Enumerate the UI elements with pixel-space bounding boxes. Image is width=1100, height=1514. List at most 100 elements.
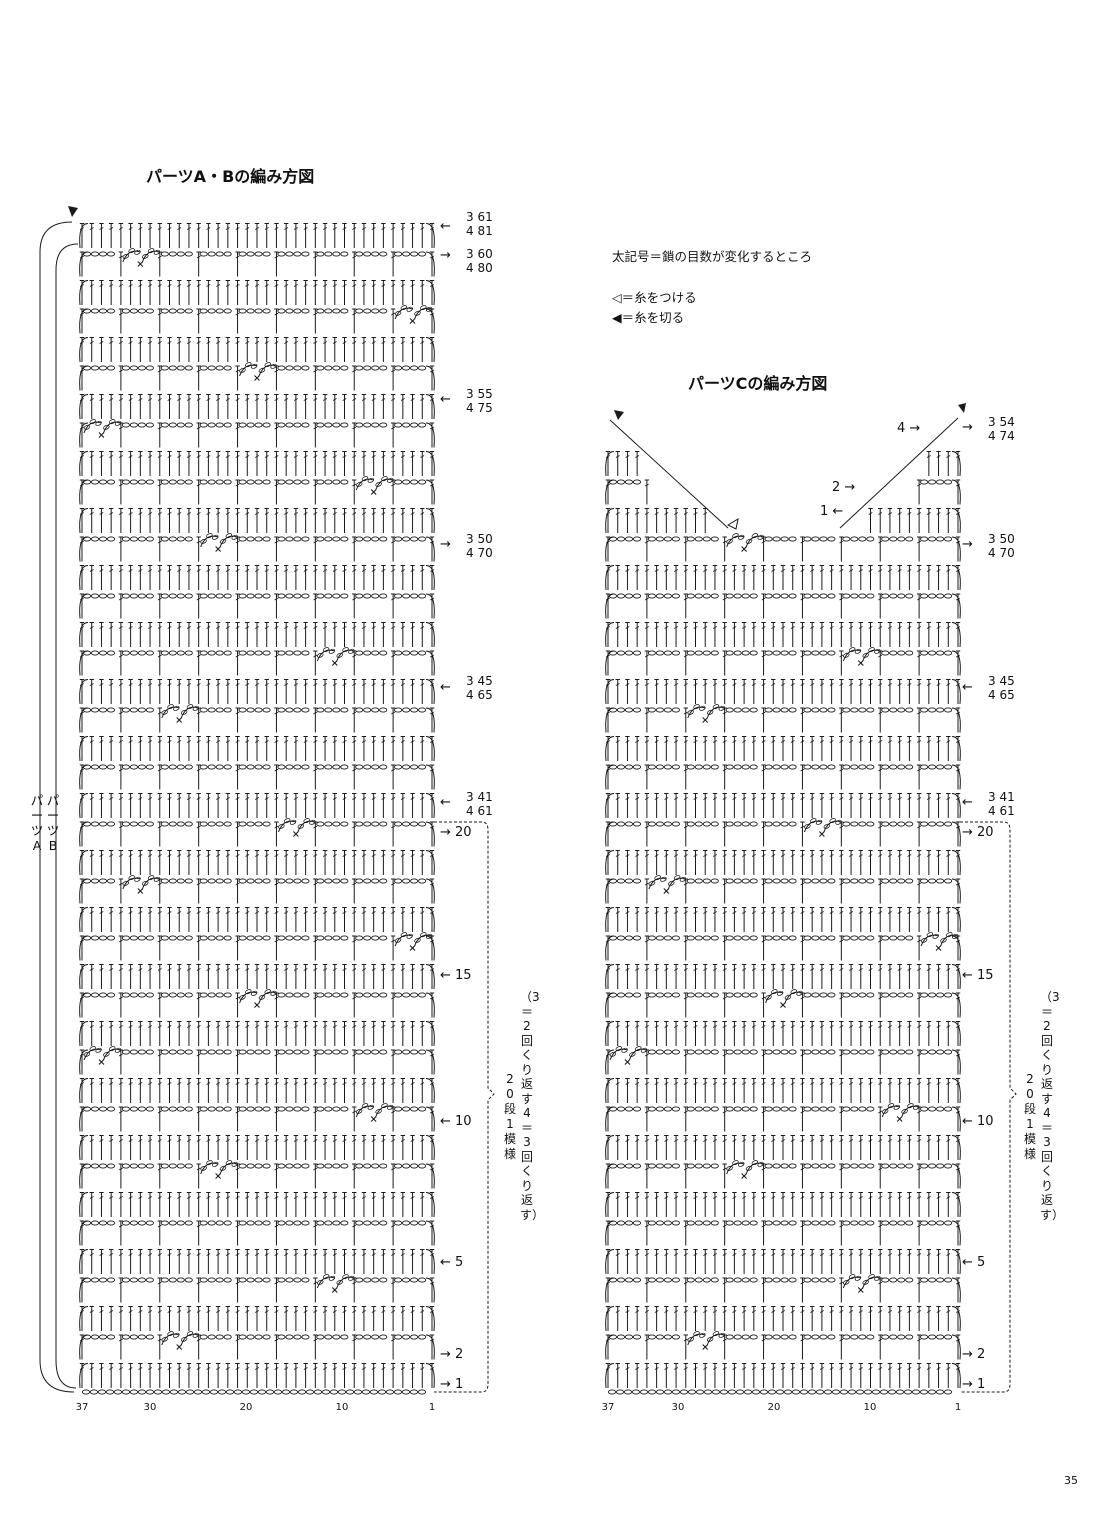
chain-stitch (944, 1106, 953, 1112)
chain-stitch (772, 1106, 781, 1112)
chain-stitch (145, 935, 154, 941)
chain-stitch (710, 650, 719, 656)
chain-stitch (262, 422, 271, 428)
chain-stitch (850, 707, 859, 713)
chain-stitch (160, 422, 169, 428)
chain-stitch (223, 1220, 232, 1226)
chain-stitch (215, 251, 224, 257)
chain-stitch (121, 1277, 130, 1283)
chain-stitch (719, 1389, 729, 1395)
chain-stitch (881, 593, 890, 599)
chain-stitch (355, 1220, 364, 1226)
chain-stitch (129, 821, 138, 827)
chain-stitch (332, 593, 341, 599)
chain-stitch (710, 935, 719, 941)
chain-stitch (772, 593, 781, 599)
chain-stitch (663, 935, 672, 941)
chain-stitch (246, 422, 255, 428)
chain-stitch (410, 650, 419, 656)
chain-stitch (788, 1277, 797, 1283)
turning-chain (605, 1135, 615, 1161)
ab-row-1: → 1 (440, 1377, 464, 1392)
chain-stitch (418, 251, 427, 257)
chain-stitch (418, 1163, 427, 1169)
turning-chain (605, 451, 615, 477)
chain-stitch (702, 992, 711, 998)
chain-stitch (928, 1220, 937, 1226)
chain-stitch (254, 707, 263, 713)
turning-chain (425, 280, 435, 306)
chain-stitch (301, 308, 310, 314)
chain-stitch (418, 992, 427, 998)
chain-stitch (858, 593, 867, 599)
chain-stitch (215, 935, 224, 941)
chain-stitch (733, 821, 742, 827)
chain-stitch (121, 1220, 130, 1226)
ab-arrow-left-icon: ← (440, 219, 451, 234)
chain-stitch (223, 479, 232, 485)
chain-stitch (90, 650, 100, 656)
chain-stitch (90, 308, 100, 314)
chain-stitch (207, 479, 216, 485)
chain-stitch (363, 536, 372, 542)
chain-stitch (647, 935, 656, 941)
c-repeat-bracket (960, 821, 1017, 1393)
chain-stitch (671, 1106, 680, 1112)
chain-stitch (215, 650, 224, 656)
c-arrow-left-icon: ← (962, 795, 973, 810)
chain-stitch (379, 650, 388, 656)
chain-stitch (639, 1389, 649, 1395)
chain-stitch (324, 1163, 333, 1169)
turning-chain (951, 622, 961, 648)
chain-stitch (337, 1389, 347, 1395)
c-x-label: 30 (671, 1402, 685, 1413)
chain-stitch (176, 593, 185, 599)
chain-stitch (811, 1220, 820, 1226)
chain-stitch (647, 1163, 656, 1169)
chain-stitch (301, 707, 310, 713)
chain-stitch (616, 821, 626, 827)
chain-stitch (842, 992, 851, 998)
chain-stitch (324, 422, 333, 428)
chain-stitch (371, 1334, 380, 1340)
chain-stitch (160, 251, 169, 257)
chain-stitch (889, 992, 898, 998)
chain-stitch (936, 1334, 945, 1340)
chain-stitch (340, 308, 349, 314)
chain-stitch (340, 593, 349, 599)
chain-stitch (702, 650, 711, 656)
chain-stitch (616, 764, 626, 770)
turning-chain (951, 1106, 961, 1132)
chain-stitch (379, 1277, 388, 1283)
chain-stitch (418, 1049, 427, 1055)
chain-stitch (889, 536, 898, 542)
chain-stitch (193, 1389, 203, 1395)
chain-stitch (847, 1389, 857, 1395)
chain-stitch (647, 1389, 657, 1395)
c-arrow-right-icon: → (962, 420, 973, 435)
chain-stitch (671, 821, 680, 827)
chain-stitch (301, 650, 310, 656)
chain-stitch (332, 707, 341, 713)
turning-chain (425, 1249, 435, 1275)
chain-stitch (199, 365, 208, 371)
chain-stitch (743, 1389, 753, 1395)
chain-stitch (332, 365, 341, 371)
chain-stitch (246, 1277, 255, 1283)
chain-stitch (394, 365, 403, 371)
chain-stitch (355, 821, 364, 827)
chain-stitch (137, 1277, 146, 1283)
chain-stitch (811, 878, 820, 884)
chain-stitch (371, 1220, 380, 1226)
chain-stitch (624, 1106, 634, 1112)
chain-stitch (655, 764, 664, 770)
chain-stitch (735, 1389, 745, 1395)
chain-stitch (663, 1389, 673, 1395)
chain-stitch (944, 1277, 953, 1283)
chain-stitch (671, 1049, 680, 1055)
chain-stitch (129, 764, 138, 770)
chain-stitch (184, 1220, 193, 1226)
chain-stitch (741, 707, 750, 713)
chain-stitch (827, 764, 836, 770)
